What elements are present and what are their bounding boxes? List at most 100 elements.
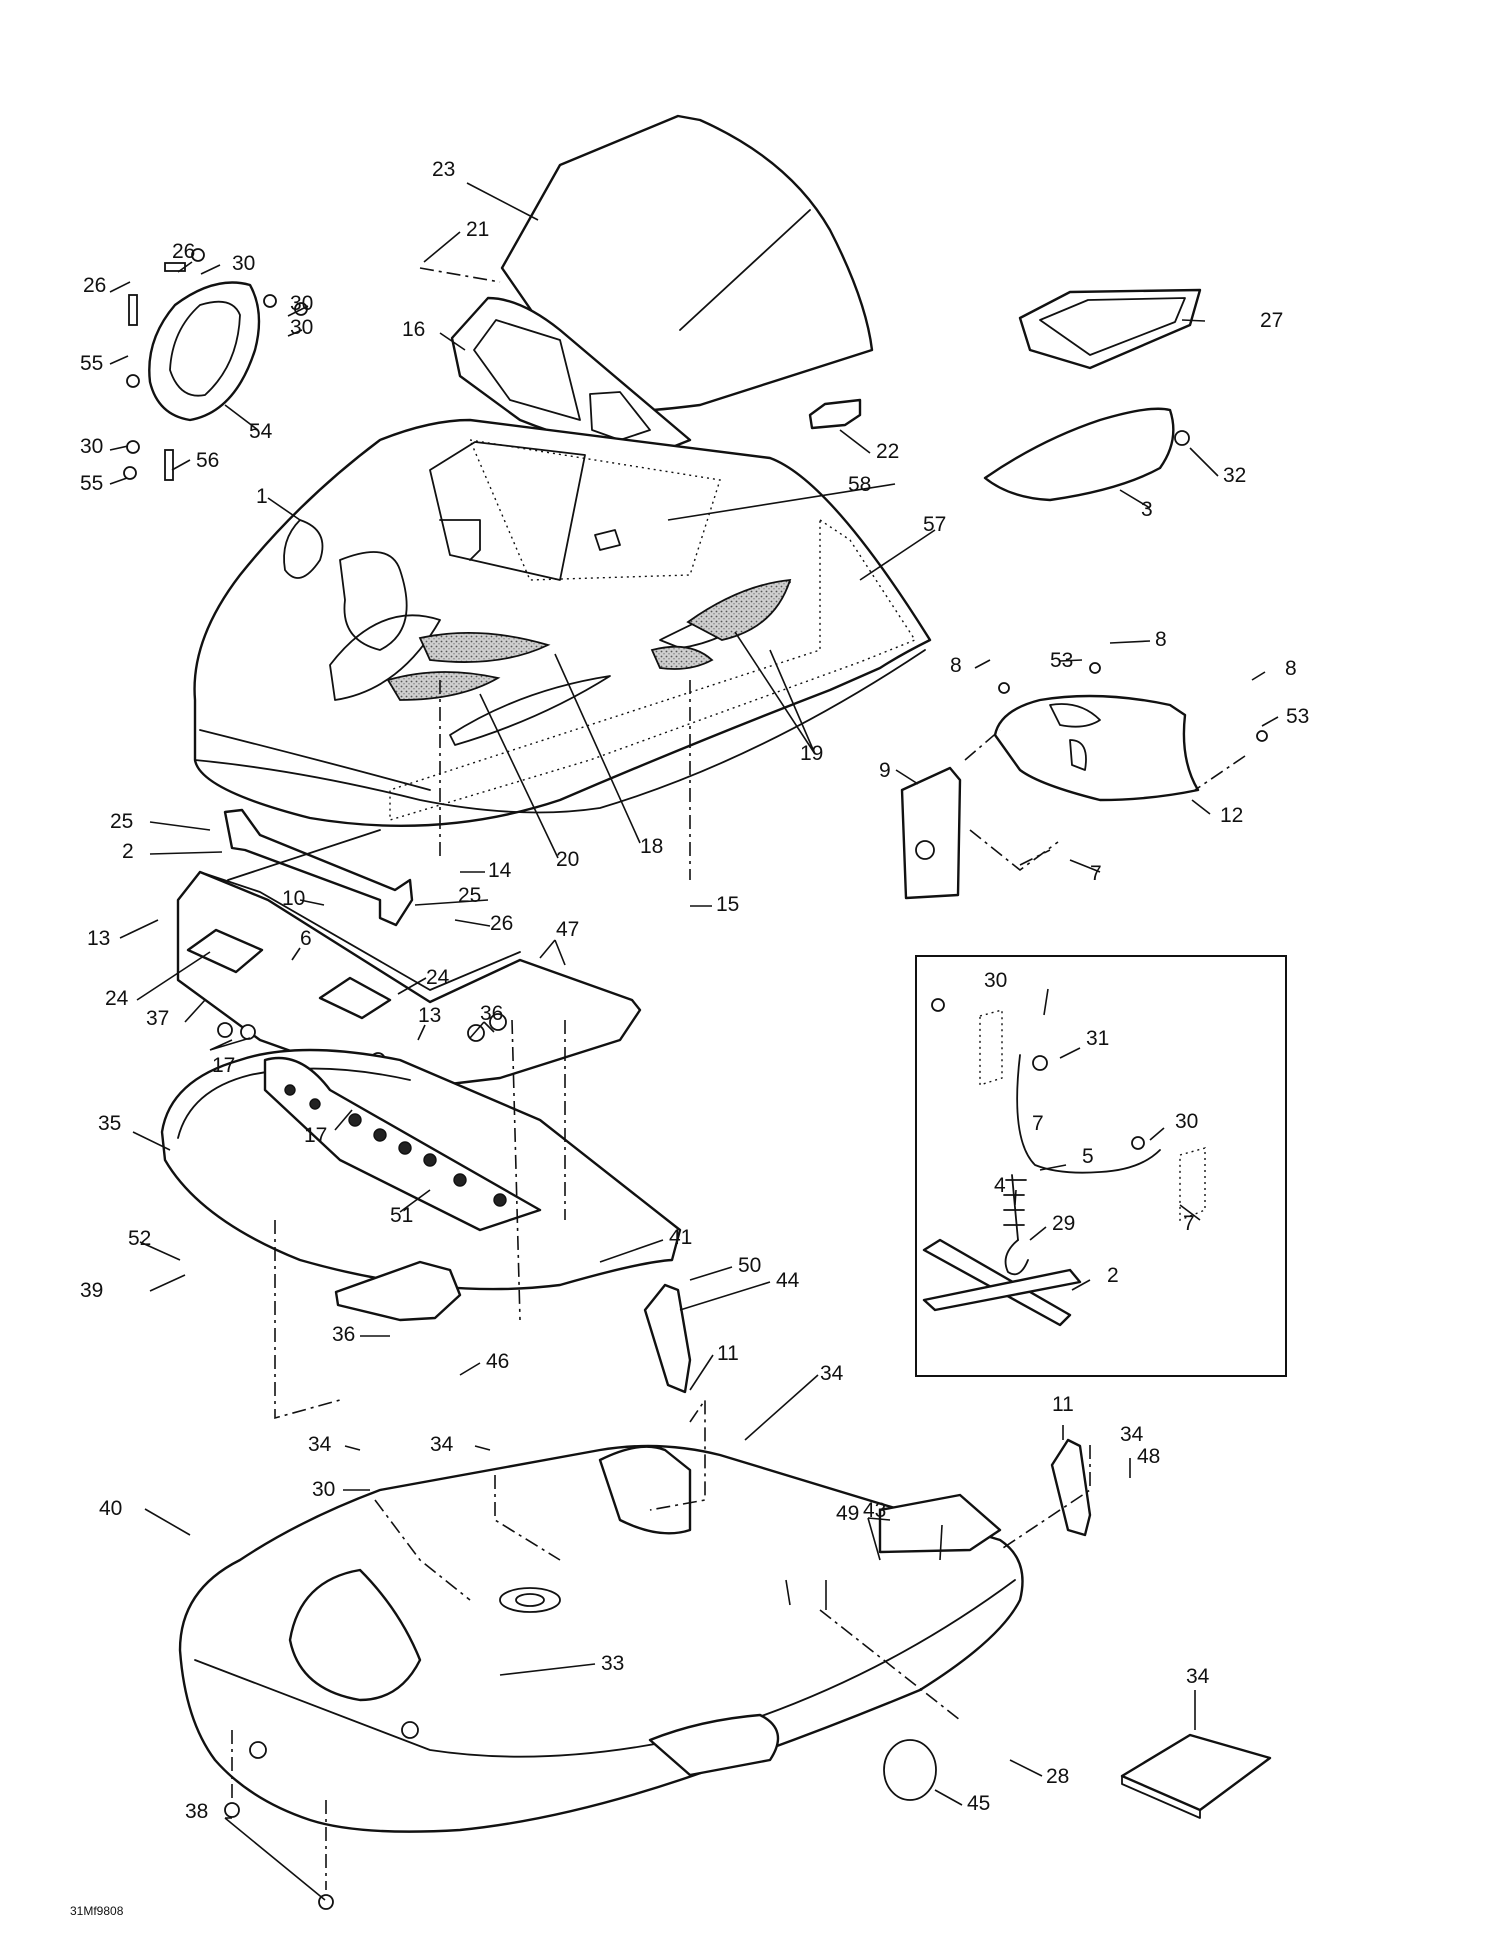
callout-label: 25 (110, 810, 133, 833)
callout-label: 44 (776, 1269, 800, 1292)
callout-label: 13 (418, 1004, 441, 1027)
callout-label: 8 (1285, 657, 1297, 680)
callout-label: 13 (87, 927, 110, 950)
callout-label: 54 (249, 420, 273, 443)
callout-label: 33 (601, 1652, 624, 1675)
callout-label: 55 (80, 352, 103, 375)
callout-label: 9 (879, 759, 891, 782)
callout-label: 10 (282, 887, 305, 910)
callout-label: 17 (212, 1054, 235, 1077)
callout-label: 26 (490, 912, 513, 935)
callout-label: 2 (122, 840, 134, 863)
callout-label: 37 (146, 1007, 169, 1030)
callout-label: 24 (105, 987, 129, 1010)
callout-label: 12 (1220, 804, 1243, 827)
callout-label: 30 (1175, 1110, 1198, 1133)
callout-label: 20 (556, 848, 579, 871)
callout-label: 11 (1052, 1393, 1074, 1416)
callout-label: 47 (556, 918, 579, 941)
callout-label: 41 (669, 1226, 692, 1249)
callout-label: 55 (80, 472, 103, 495)
callout-label: 2 (1107, 1264, 1119, 1287)
hood-support-bracket (176, 808, 642, 1092)
callout-label: 7 (1183, 1212, 1195, 1235)
callout-label: 53 (1286, 705, 1309, 728)
callout-label: 18 (640, 835, 663, 858)
callout-label: 27 (1260, 309, 1283, 332)
callout-label: 30 (290, 316, 313, 339)
callout-label: 31 (1086, 1027, 1109, 1050)
callout-label: 14 (488, 859, 512, 882)
callout-label: 7 (1032, 1112, 1044, 1135)
callout-label: 15 (716, 893, 739, 916)
callout-label: 49 (836, 1502, 859, 1525)
callout-label: 4 (994, 1174, 1006, 1197)
callout-label: 29 (1052, 1212, 1075, 1235)
callout-label: 30 (290, 292, 313, 315)
callout-label: 5 (1082, 1145, 1094, 1168)
side-plate-left (643, 1283, 692, 1394)
callout-label: 7 (1090, 862, 1102, 885)
callout-label: 26 (83, 274, 106, 297)
callout-label: 57 (923, 513, 946, 536)
callout-label: 30 (312, 1478, 335, 1501)
callout-label: 34 (308, 1433, 332, 1456)
callout-label: 34 (820, 1362, 844, 1385)
callout-label: 26 (172, 240, 195, 263)
belly-pan (178, 1444, 1024, 1910)
side-plate-right (1050, 1438, 1092, 1537)
callout-label: 43 (863, 1499, 886, 1522)
callout-label: 46 (486, 1350, 509, 1373)
reference-code: 31Mf9808 (70, 1904, 124, 1918)
callout-label: 53 (1050, 649, 1073, 672)
cable-detail-inset (915, 955, 1287, 1377)
callout-label: 3 (1141, 498, 1153, 521)
callout-label: 34 (430, 1433, 454, 1456)
callout-label: 25 (458, 884, 481, 907)
callout-label: 50 (738, 1254, 761, 1277)
callout-label: 19 (800, 742, 823, 765)
callout-label: 8 (950, 654, 962, 677)
right-side-fairing (900, 662, 1268, 900)
callout-label: 28 (1046, 1765, 1069, 1788)
assembly-lines (231, 267, 1246, 1890)
callout-label: 38 (185, 1800, 208, 1823)
callout-label: 56 (196, 449, 219, 472)
decal-sheet (1120, 1733, 1272, 1812)
front-bumper-frame (160, 1048, 682, 1291)
callout-label: 58 (848, 473, 871, 496)
callout-label: 1 (256, 485, 268, 508)
callout-label: 32 (1223, 464, 1246, 487)
handle-grip (808, 398, 862, 430)
callout-label: 11 (717, 1342, 739, 1365)
callout-label: 40 (99, 1497, 122, 1520)
callout-label: 21 (466, 218, 489, 241)
callout-label: 39 (80, 1279, 103, 1302)
callout-label: 48 (1137, 1445, 1160, 1468)
callout-label: 24 (426, 966, 450, 989)
callout-label: 52 (128, 1227, 151, 1250)
callout-label: 36 (480, 1002, 503, 1025)
callout-label: 30 (80, 435, 103, 458)
callout-label: 45 (967, 1792, 990, 1815)
callout-label: 23 (432, 158, 455, 181)
handlebar-pod (123, 248, 308, 481)
callout-label: 30 (984, 969, 1007, 992)
callout-label: 6 (300, 927, 312, 950)
callout-label: 36 (332, 1323, 355, 1346)
lower-bracket (334, 1260, 462, 1322)
callout-label: 16 (402, 318, 425, 341)
callout-label: 8 (1155, 628, 1167, 651)
leader-lines (109, 182, 1279, 1901)
callout-label: 35 (98, 1112, 121, 1135)
side-tray-and-deflector (983, 288, 1202, 502)
callout-label: 17 (304, 1124, 327, 1147)
hood (193, 418, 932, 827)
callout-label: 22 (876, 440, 899, 463)
callout-label: 30 (232, 252, 255, 275)
callout-label: 34 (1186, 1665, 1210, 1688)
callout-label: 34 (1120, 1423, 1144, 1446)
